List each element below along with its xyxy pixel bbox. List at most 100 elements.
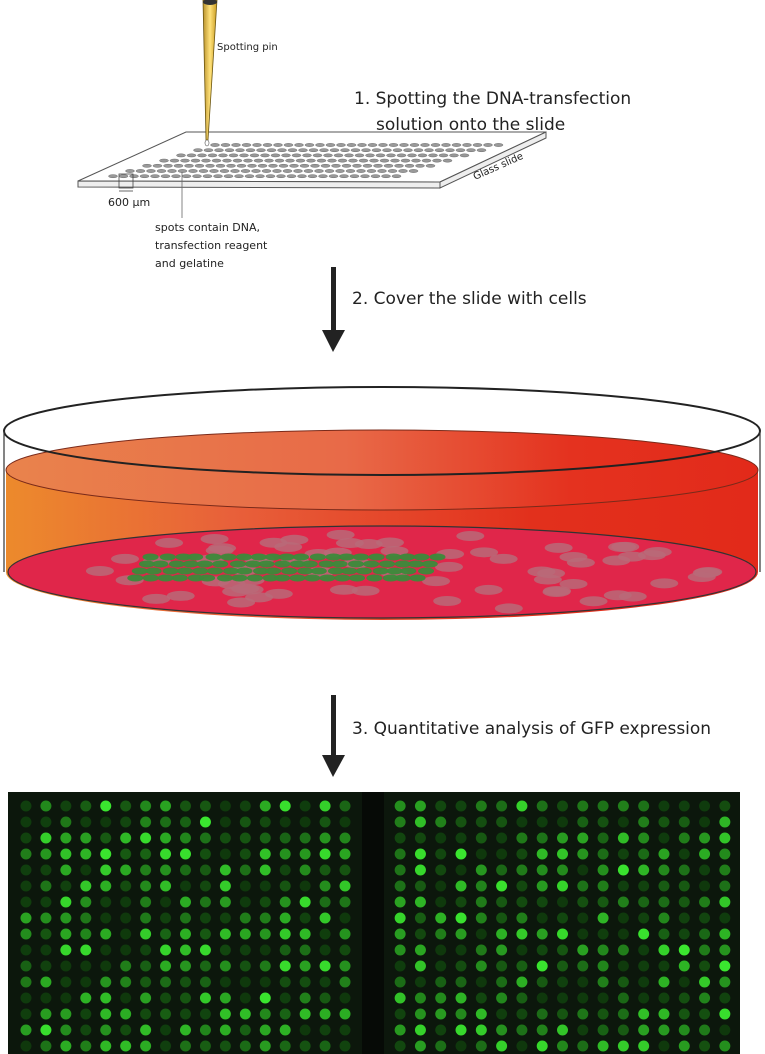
gfp-spot: [299, 816, 311, 828]
gfp-spot: [557, 1024, 568, 1036]
gfp-spot: [557, 1040, 568, 1052]
gfp-spot: [678, 992, 690, 1004]
gfp-spot: [20, 1008, 32, 1020]
gfp-spot: [475, 1008, 487, 1020]
gfp-spot: [617, 1040, 629, 1052]
step1-title-line2: solution onto the slide: [376, 115, 565, 135]
gfp-cell: [385, 553, 402, 561]
gfp-spot: [617, 944, 629, 956]
slide-spot: [382, 148, 392, 152]
gfp-spot: [20, 960, 32, 972]
gfp-spot: [658, 1008, 670, 1020]
gfp-spot: [299, 1024, 311, 1036]
gfp-spot: [140, 816, 152, 828]
gfp-spot: [219, 816, 231, 828]
gfp-spot: [279, 864, 291, 876]
gfp-spot: [239, 800, 251, 812]
slide-spot: [232, 158, 243, 163]
gfp-spot: [455, 848, 467, 860]
gfp-spot: [60, 928, 72, 940]
gfp-spot: [536, 976, 548, 988]
cell: [559, 578, 588, 589]
gfp-spot: [299, 896, 311, 908]
gfp-spot: [80, 896, 92, 908]
gfp-spot: [299, 880, 311, 892]
gfp-spot: [475, 992, 487, 1004]
slide-spot: [466, 148, 476, 152]
gfp-spot: [597, 848, 609, 860]
gfp-spot: [180, 944, 191, 956]
gfp-spot: [536, 816, 548, 828]
gfp-spot: [80, 880, 92, 892]
gfp-cell: [331, 560, 348, 568]
gfp-spot: [20, 896, 32, 908]
slide-spot: [293, 169, 303, 173]
slide-spot: [222, 158, 232, 163]
gfp-spot: [557, 976, 568, 988]
gfp-spot: [140, 896, 152, 908]
gfp-spot: [100, 864, 112, 876]
gfp-cell: [289, 560, 306, 568]
gfp-spot: [638, 1024, 650, 1036]
gfp-spot: [658, 896, 670, 908]
gfp-spot: [475, 832, 487, 844]
gfp-spot: [319, 880, 331, 892]
gfp-spot: [699, 832, 711, 844]
spotting-pin: [202, 0, 218, 147]
gfp-spot: [435, 960, 447, 972]
gfp-spot: [120, 960, 132, 972]
gfp-spot: [455, 1008, 467, 1020]
gfp-cell: [292, 553, 309, 561]
gfp-spot: [577, 848, 589, 860]
gfp-cell: [352, 553, 369, 561]
gfp-spot: [394, 976, 406, 988]
gfp-spot: [239, 832, 251, 844]
slide-spot: [398, 169, 408, 173]
slide-spot: [328, 174, 339, 178]
gfp-spot: [516, 1008, 528, 1020]
gfp-spot: [319, 1008, 331, 1020]
gfp-spot: [239, 960, 251, 972]
gfp-cell: [187, 574, 204, 582]
cell: [351, 585, 380, 596]
slide-spot: [118, 174, 129, 178]
gfp-spot: [475, 848, 487, 860]
slide-spot: [247, 163, 257, 168]
slide-spot: [417, 153, 428, 158]
gfp-cell: [394, 574, 411, 582]
gfp-spot: [516, 800, 528, 812]
gfp-cell: [318, 560, 335, 568]
gfp-spot: [475, 1040, 487, 1052]
gfp-cell: [304, 574, 321, 582]
gfp-spot: [80, 864, 92, 876]
slide-spot: [333, 153, 344, 158]
gfp-spot: [496, 896, 508, 908]
slide-spot: [312, 153, 323, 158]
gfp-spot: [259, 912, 271, 924]
slide-spot: [295, 158, 306, 163]
gfp-spot: [60, 1024, 72, 1036]
slide-spot: [425, 163, 436, 168]
gfp-spot: [435, 1024, 447, 1036]
gfp-spot: [299, 992, 311, 1004]
cell: [494, 603, 523, 614]
slide-spot: [442, 158, 453, 163]
gfp-cell: [274, 574, 291, 582]
gfp-spot: [597, 832, 609, 844]
gfp-spot: [299, 912, 311, 924]
gfp-spot: [199, 992, 211, 1004]
gfp-spot: [658, 832, 670, 844]
slide-spot: [236, 163, 247, 168]
slide-spots: [108, 143, 504, 178]
gfp-spot: [577, 1008, 589, 1020]
gfp-cell: [212, 560, 229, 568]
spacing-label: 600 µm: [108, 196, 150, 209]
gfp-cell: [281, 567, 298, 575]
gfp-spot: [120, 992, 132, 1004]
gfp-spot: [394, 992, 406, 1004]
slide-spot: [240, 169, 251, 173]
slide-spot: [146, 169, 156, 173]
slide-spot: [273, 143, 283, 147]
gfp-spot: [536, 864, 548, 876]
gfp-spot: [455, 864, 467, 876]
